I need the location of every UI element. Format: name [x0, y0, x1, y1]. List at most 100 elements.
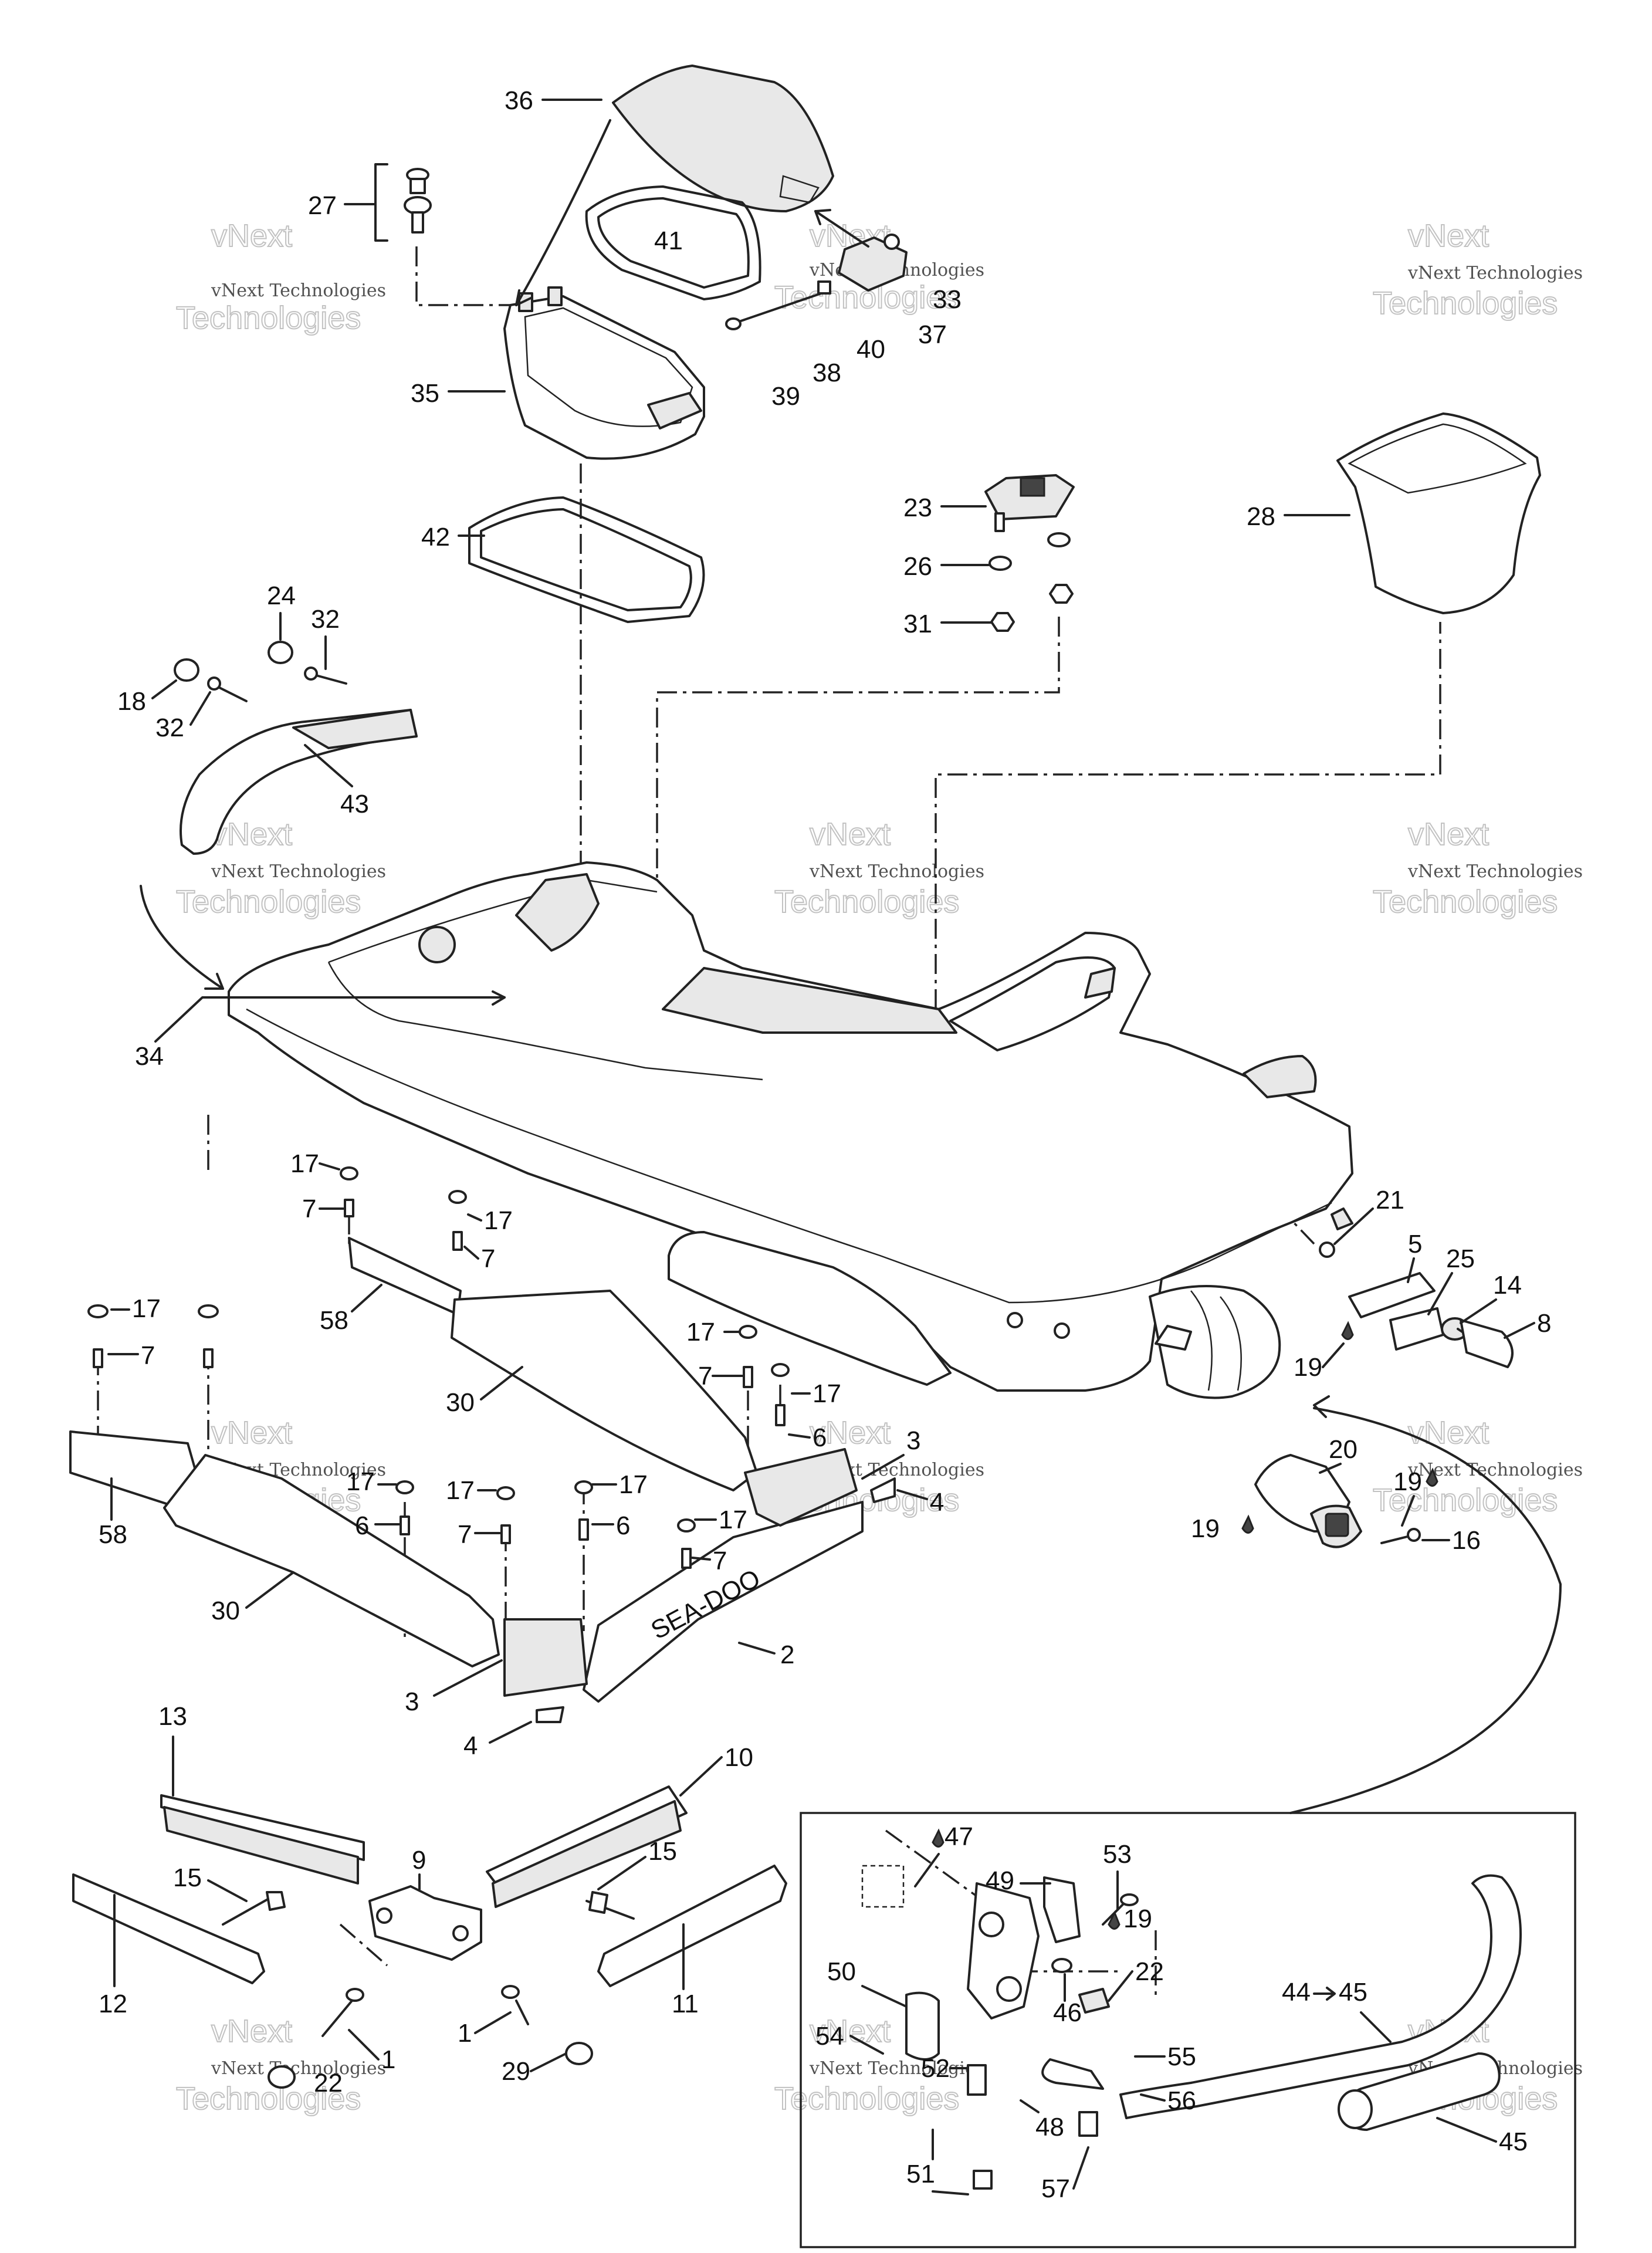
callout-7b: 7: [481, 1244, 495, 1273]
callout-40: 40: [857, 335, 885, 364]
bracket-assembly: [984, 474, 1075, 632]
callout-11: 11: [672, 1990, 699, 2018]
callout-2: 2: [780, 1640, 794, 1669]
svg-text:vNext: vNext: [810, 1415, 891, 1450]
svg-text:vNext: vNext: [211, 2014, 292, 2049]
watercraft-hull: [228, 861, 1353, 1399]
svg-text:Technologies: Technologies: [176, 300, 361, 336]
callout-7d: 7: [698, 1362, 712, 1391]
svg-text:Technologies: Technologies: [1373, 286, 1558, 321]
callout-6a: 6: [813, 1423, 827, 1452]
svg-text:vNext: vNext: [1408, 1415, 1489, 1450]
callout-17b: 17: [484, 1206, 513, 1235]
callout-36: 36: [505, 86, 533, 115]
rivet-assembly: [374, 163, 432, 242]
callout-47: 47: [945, 1822, 973, 1851]
callout-19a: 19: [1294, 1353, 1322, 1382]
callout-13: 13: [158, 1702, 187, 1731]
callout-25: 25: [1446, 1244, 1475, 1273]
callout-19b: 19: [1191, 1514, 1220, 1543]
callout-17g: 17: [446, 1476, 475, 1505]
callout-42: 42: [421, 523, 450, 552]
grab-handle-assembly: [174, 641, 418, 855]
svg-text:vNext: vNext: [211, 1415, 292, 1450]
callout-45b: 45: [1499, 2127, 1528, 2156]
latch-assembly: [725, 234, 908, 330]
fastener-set: [87, 1166, 790, 1569]
callout-19c: 19: [1393, 1467, 1422, 1496]
callout-17c: 17: [132, 1294, 161, 1323]
callout-48: 48: [1035, 2113, 1064, 2142]
callout-27: 27: [308, 191, 337, 220]
storage-cover-lid: [612, 65, 834, 212]
callout-6b: 6: [355, 1511, 369, 1540]
callout-3b: 3: [405, 1687, 419, 1716]
svg-text:vNext Technologies: vNext Technologies: [211, 280, 386, 301]
svg-text:vNext Technologies: vNext Technologies: [1407, 263, 1583, 283]
ride-plate-assembly: SEA-DOO: [69, 1237, 896, 1723]
svg-text:Technologies: Technologies: [1373, 884, 1558, 919]
assembly-lines: [97, 246, 1441, 1995]
cover-gasket: [585, 185, 761, 300]
callout-10: 10: [725, 1743, 753, 1772]
watermark: vNext vNext Technologies Technologies: [774, 816, 984, 920]
tow-eye-assembly: [1319, 1241, 1514, 1368]
callout-22b: 22: [1135, 1957, 1164, 1986]
callout-4a: 4: [930, 1488, 944, 1517]
callout-20: 20: [1329, 1435, 1358, 1464]
watermark: vNext vNext Technologies Technologies: [1372, 816, 1583, 920]
leader-arrow: [140, 885, 224, 990]
callout-32a: 32: [311, 605, 340, 634]
callout-53: 53: [1103, 1840, 1132, 1869]
svg-text:vNext: vNext: [1408, 218, 1489, 253]
svg-text:Technologies: Technologies: [176, 2081, 361, 2116]
svg-text:Technologies: Technologies: [1373, 1483, 1558, 1518]
svg-text:Technologies: Technologies: [774, 2081, 959, 2116]
callout-49: 49: [986, 1866, 1014, 1895]
callout-14: 14: [1493, 1271, 1522, 1300]
callout-19d: 19: [1123, 1904, 1152, 1933]
callout-38: 38: [813, 358, 841, 387]
svg-text:Technologies: Technologies: [774, 884, 959, 919]
svg-text:vNext Technologies: vNext Technologies: [211, 2058, 386, 2079]
callout-8: 8: [1537, 1309, 1551, 1338]
svg-text:vNext Technologies: vNext Technologies: [809, 861, 984, 882]
glove-box: [1336, 412, 1541, 614]
callout-1b: 1: [458, 2019, 472, 2048]
svg-text:vNext Technologies: vNext Technologies: [211, 861, 386, 882]
bin-gasket: [468, 496, 705, 623]
callout-43: 43: [340, 790, 369, 818]
watermark: vNext vNext Technologies Technologies: [175, 2013, 386, 2117]
callout-58b: 58: [99, 1520, 127, 1549]
callout-1a: 1: [381, 2045, 395, 2074]
callout-17h: 17: [619, 1470, 648, 1499]
callout-29: 29: [502, 2057, 530, 2086]
callout-17a: 17: [290, 1149, 319, 1178]
callout-labels: 36 27 41 33 37 40 38 39 35 42 23 26 31 2…: [99, 86, 1551, 2203]
callout-9: 9: [412, 1846, 426, 1875]
detail-inset-frame: [800, 1812, 1576, 2248]
callout-17f: 17: [346, 1467, 375, 1496]
callout-35: 35: [411, 379, 439, 408]
callout-7e: 7: [458, 1520, 472, 1549]
callout-30b: 30: [211, 1596, 240, 1625]
watermark: vNext vNext Technologies Technologies: [1372, 1415, 1583, 1518]
callout-7f: 7: [713, 1547, 727, 1575]
callout-23: 23: [903, 493, 932, 522]
callout-3a: 3: [906, 1426, 920, 1455]
callout-56: 56: [1167, 2086, 1196, 2115]
callout-17e: 17: [813, 1379, 841, 1408]
callout-32b: 32: [155, 713, 184, 742]
callout-52: 52: [921, 2054, 950, 2083]
callout-44: 44: [1282, 1978, 1311, 2007]
callout-31: 31: [903, 610, 932, 638]
callout-57: 57: [1041, 2174, 1070, 2203]
reboarding-step-assembly: [861, 1865, 1522, 2190]
callout-5: 5: [1408, 1230, 1422, 1259]
watermark: vNext vNext Technologies Technologies: [175, 816, 386, 920]
callout-54: 54: [815, 2022, 844, 2051]
callout-17i: 17: [719, 1506, 747, 1534]
sponson-assembly: [72, 1785, 787, 2089]
